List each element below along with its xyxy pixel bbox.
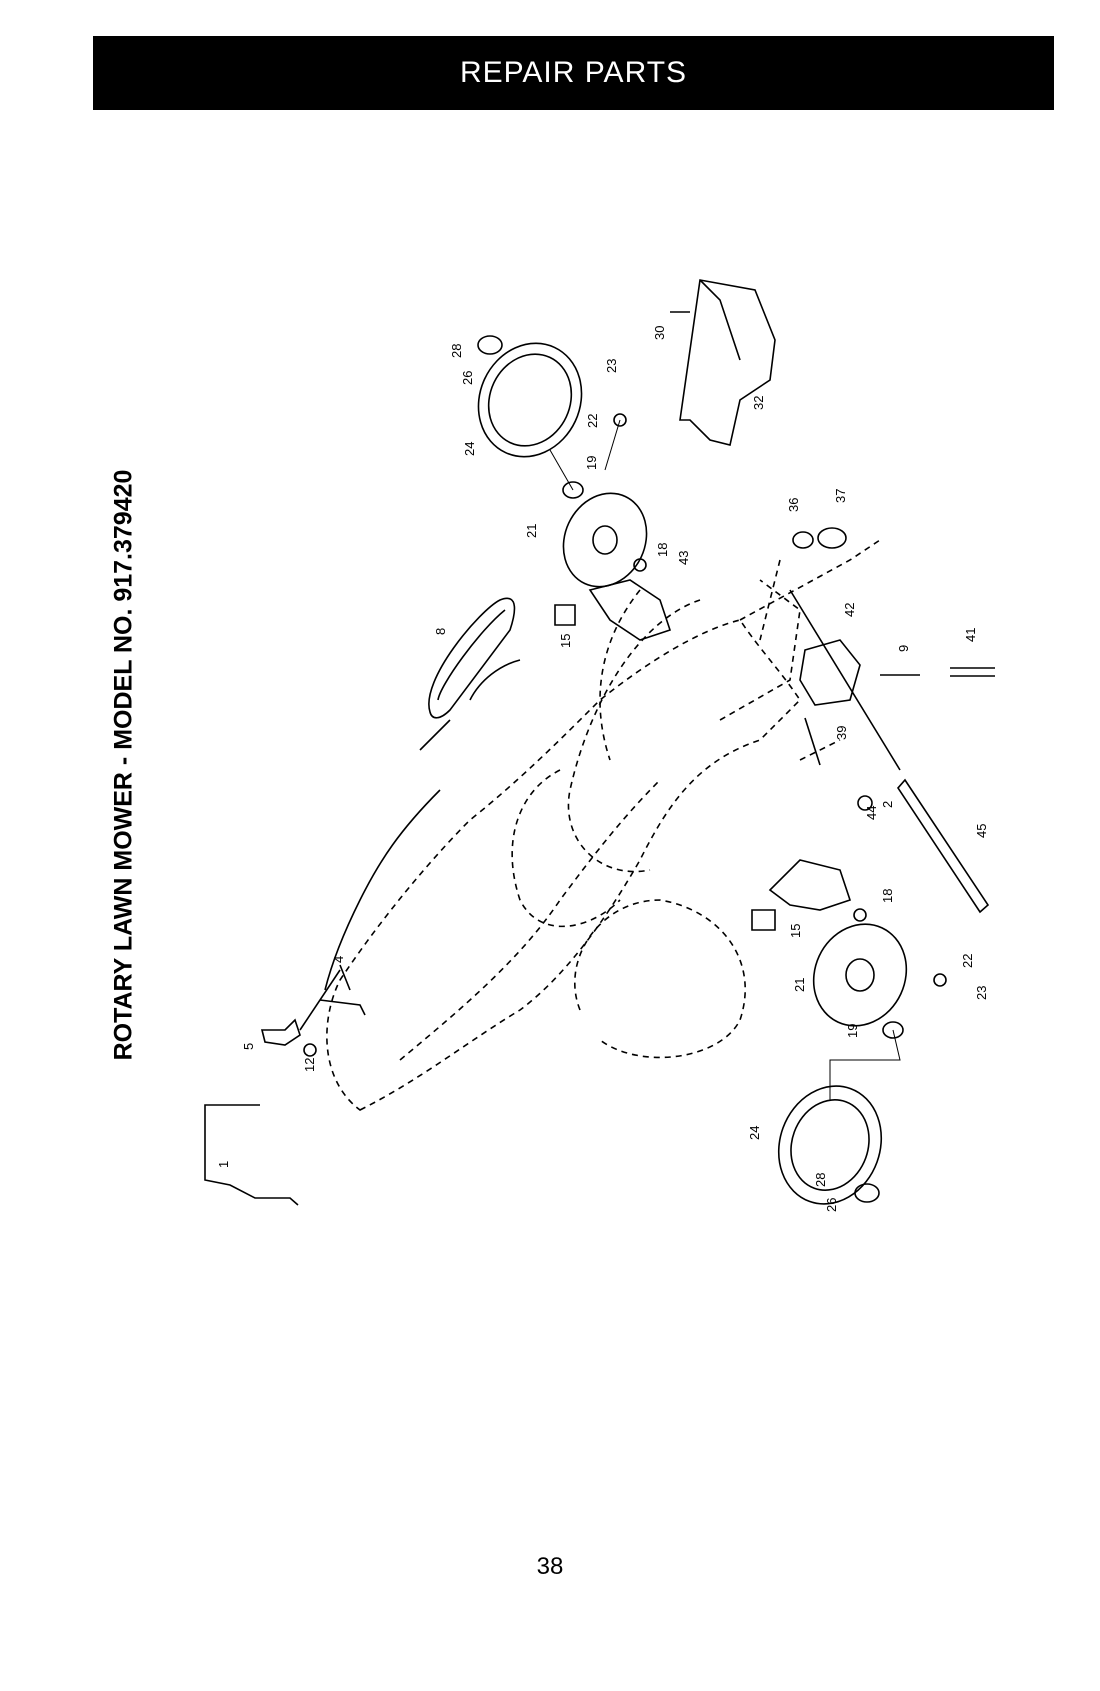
part-37-shape bbox=[818, 528, 846, 548]
mower-deck-outline bbox=[327, 540, 880, 1110]
part-5-shape bbox=[262, 1020, 300, 1045]
part-44-shape bbox=[770, 860, 850, 910]
part-21-lower-hubcap-shape bbox=[797, 909, 923, 1041]
part-15-upper-shape bbox=[555, 605, 575, 625]
callout-19-lower: 19 bbox=[845, 1024, 860, 1038]
callout-32: 32 bbox=[751, 396, 766, 410]
part-21-upper-hubcap-shape bbox=[548, 480, 661, 601]
callout-26-upper: 26 bbox=[460, 371, 475, 385]
callout-23-upper: 23 bbox=[604, 359, 619, 373]
callout-23-lower: 23 bbox=[974, 986, 989, 1000]
callout-12: 12 bbox=[302, 1058, 317, 1072]
callout-18-upper: 18 bbox=[655, 543, 670, 557]
callout-39: 39 bbox=[834, 726, 849, 740]
callout-1: 1 bbox=[216, 1161, 231, 1168]
part-32-shape bbox=[680, 280, 775, 445]
part-43-shape bbox=[590, 580, 670, 640]
part-12-shape bbox=[304, 1044, 316, 1056]
callout-21-lower: 21 bbox=[792, 978, 807, 992]
callout-44: 44 bbox=[864, 806, 879, 820]
callout-37: 37 bbox=[833, 489, 848, 503]
callout-24-lower: 24 bbox=[747, 1126, 762, 1140]
callout-19-upper: 19 bbox=[584, 456, 599, 470]
part-22-lower-shape bbox=[934, 974, 946, 986]
leader-lines bbox=[550, 420, 900, 1100]
part-41-shape bbox=[950, 668, 995, 676]
callout-22-lower: 22 bbox=[960, 954, 975, 968]
page-number: 38 bbox=[0, 1553, 1100, 1581]
callout-2: 2 bbox=[880, 801, 895, 808]
callout-8: 8 bbox=[433, 628, 448, 635]
callout-4: 4 bbox=[331, 956, 346, 963]
part-42-shape bbox=[800, 640, 860, 705]
callout-41: 41 bbox=[963, 628, 978, 642]
callout-18-lower: 18 bbox=[880, 889, 895, 903]
callout-22-upper: 22 bbox=[585, 414, 600, 428]
part-1-shape bbox=[205, 1105, 298, 1205]
callout-26-lower: 26 bbox=[824, 1198, 839, 1212]
callout-30: 30 bbox=[652, 326, 667, 340]
part-28-lower-shape bbox=[855, 1184, 879, 1202]
callout-15-lower: 15 bbox=[788, 924, 803, 938]
callout-28-upper: 28 bbox=[449, 344, 464, 358]
callout-15-upper: 15 bbox=[558, 634, 573, 648]
callout-5: 5 bbox=[241, 1043, 256, 1050]
part-15-lower-shape bbox=[752, 910, 775, 930]
callout-42: 42 bbox=[842, 603, 857, 617]
handle-assembly bbox=[300, 660, 520, 1030]
part-8-shape bbox=[429, 598, 515, 717]
callout-36: 36 bbox=[786, 498, 801, 512]
callout-24-upper: 24 bbox=[462, 442, 477, 456]
part-24-upper-wheel-shape bbox=[460, 326, 600, 473]
part-28-upper-shape bbox=[478, 336, 502, 354]
part-45-shape bbox=[898, 780, 988, 912]
callout-43: 43 bbox=[676, 551, 691, 565]
part-36-shape bbox=[793, 532, 813, 548]
callout-28-lower: 28 bbox=[813, 1173, 828, 1187]
part-18-lower-shape bbox=[854, 909, 866, 921]
part-39-shape bbox=[805, 718, 820, 765]
callout-9: 9 bbox=[896, 645, 911, 652]
callout-45: 45 bbox=[974, 824, 989, 838]
callout-21-upper: 21 bbox=[524, 524, 539, 538]
